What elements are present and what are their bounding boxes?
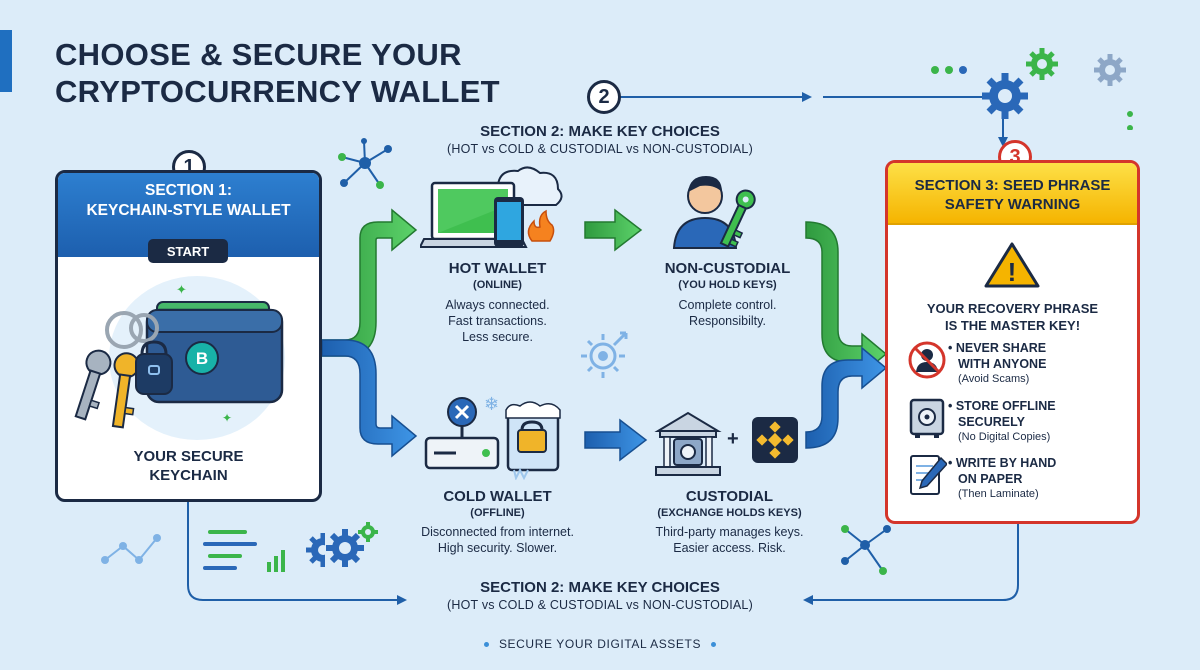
hot-wallet-title: HOT WALLET — [448, 260, 547, 277]
footer-dot-left — [483, 642, 489, 648]
rule-1-note: (Avoid Scams) — [958, 373, 1030, 385]
svg-text:✦: ✦ — [222, 411, 232, 425]
footer-dot-right — [711, 642, 717, 648]
no-sharing-icon — [908, 341, 946, 379]
custodial-node: CUSTODIAL (EXCHANGE HOLDS KEYS) Third-pa… — [612, 488, 847, 556]
section-2-title-top: SECTION 2: MAKE KEY CHOICES — [480, 123, 720, 140]
section-1-label-line-2: KEYCHAIN — [149, 467, 228, 484]
section-1-heading-line-1: SECTION 1: — [145, 182, 232, 199]
warning-line-1: YOUR RECOVERY PHRASE — [926, 301, 1099, 316]
section-2-heading-top: SECTION 2: MAKE KEY CHOICES (HOT vs COLD… — [400, 122, 800, 157]
warning-line-2: IS THE MASTER KEY! — [944, 318, 1081, 333]
pen-paper-icon — [910, 455, 947, 495]
rule-3-line-1: • WRITE BY HAND — [948, 456, 1057, 470]
rule-2-note: (No Digital Copies) — [958, 431, 1051, 443]
rule-store-offline: • STORE OFFLINE SECURELY (No Digital Cop… — [948, 398, 1133, 445]
rule-3-line-2: ON PAPER — [958, 472, 1023, 486]
plus-sign: + — [727, 428, 739, 450]
warning-triangle-icon: ! — [984, 242, 1040, 288]
page-title: CHOOSE & SECURE YOUR CRYPTOCURRENCY WALL… — [55, 36, 500, 110]
svg-text:❄: ❄ — [484, 394, 499, 414]
cold-wallet-desc-2: High security. Slower. — [437, 541, 558, 555]
section-3-heading-line-1: SECTION 3: SEED PHRASE — [914, 177, 1111, 194]
section-2-heading-bottom: SECTION 2: MAKE KEY CHOICES (HOT vs COLD… — [400, 578, 800, 613]
rule-2-line-1: • STORE OFFLINE — [948, 399, 1056, 413]
title-line-1: CHOOSE & SECURE YOUR — [55, 37, 462, 72]
laptop-phone-icon — [420, 166, 563, 248]
rule-write-by-hand: • WRITE BY HAND ON PAPER (Then Laminate) — [948, 455, 1133, 502]
rule-1-line-1: • NEVER SHARE — [948, 341, 1047, 355]
rule-2-line-2: SECURELY — [958, 415, 1025, 429]
keychain-wallet-icon: ✦ ✦ B — [74, 276, 285, 440]
section-1-label: YOUR SECURE KEYCHAIN — [55, 447, 322, 485]
section-3-heading-line-2: SAFETY WARNING — [944, 196, 1081, 213]
cold-wallet-title: COLD WALLET — [443, 488, 552, 505]
cold-storage-icon: ❄ — [424, 394, 561, 480]
hot-wallet-desc-3: Less secure. — [462, 330, 533, 344]
cold-wallet-sub: (OFFLINE) — [470, 507, 525, 519]
bitcoin-symbol: B — [196, 349, 208, 368]
safe-icon — [909, 398, 945, 438]
section-3-header: SECTION 3: SEED PHRASE SAFETY WARNING — [888, 163, 1137, 225]
snowflake-sun-icon — [581, 331, 628, 378]
start-label: START — [148, 239, 228, 263]
rule-3-note: (Then Laminate) — [958, 488, 1039, 500]
title-line-2: CRYPTOCURRENCY WALLET — [55, 74, 500, 109]
non-custodial-node: NON-CUSTODIAL (YOU HOLD KEYS) Complete c… — [630, 260, 825, 329]
gear-icon — [326, 522, 378, 567]
svg-text:✦: ✦ — [176, 282, 187, 297]
hot-wallet-node: HOT WALLET (ONLINE) Always connected. Fa… — [400, 260, 595, 345]
bank-exchange-icon — [654, 411, 798, 476]
custodial-desc-1: Third-party manages keys. — [655, 525, 804, 539]
non-custodial-desc-1: Complete control. — [678, 298, 777, 312]
cold-wallet-node: COLD WALLET (OFFLINE) Disconnected from … — [380, 488, 615, 556]
step-2-badge: 2 — [587, 80, 621, 114]
section-2-subtitle-top: (HOT vs COLD & CUSTODIAL vs NON-CUSTODIA… — [447, 142, 753, 156]
section-2-title-bottom: SECTION 2: MAKE KEY CHOICES — [480, 579, 720, 596]
recovery-phrase-warning: YOUR RECOVERY PHRASE IS THE MASTER KEY! — [885, 300, 1140, 334]
warning-symbol: ! — [1008, 257, 1017, 287]
hot-wallet-sub: (ONLINE) — [473, 279, 522, 291]
non-custodial-desc-2: Responsibilty. — [689, 314, 766, 328]
person-key-icon — [672, 176, 756, 249]
section-1-heading-line-2: KEYCHAIN-STYLE WALLET — [86, 202, 291, 219]
section-1-label-line-1: YOUR SECURE — [133, 448, 244, 465]
gears-icon — [931, 48, 1133, 130]
custodial-sub: (EXCHANGE HOLDS KEYS) — [657, 507, 802, 519]
footer-text: SECURE YOUR DIGITAL ASSETS — [498, 637, 702, 651]
custodial-title: CUSTODIAL — [685, 488, 774, 505]
hot-wallet-desc-2: Fast transactions. — [448, 314, 547, 328]
non-custodial-sub: (YOU HOLD KEYS) — [678, 279, 777, 291]
footer-tagline: SECURE YOUR DIGITAL ASSETS — [0, 637, 1200, 651]
cold-wallet-desc-1: Disconnected from internet. — [421, 525, 574, 539]
rule-never-share: • NEVER SHARE WITH ANYONE (Avoid Scams) — [948, 340, 1133, 387]
network-node-icon-bottom — [841, 525, 891, 575]
hot-wallet-desc-1: Always connected. — [445, 298, 550, 312]
title-accent-bar — [0, 30, 12, 92]
data-chart-icon — [101, 530, 325, 572]
non-custodial-title: NON-CUSTODIAL — [664, 260, 791, 277]
section-2-subtitle-bottom: (HOT vs COLD & CUSTODIAL vs NON-CUSTODIA… — [447, 598, 753, 612]
custodial-desc-2: Easier access. Risk. — [673, 541, 786, 555]
rule-1-line-2: WITH ANYONE — [958, 357, 1047, 371]
network-node-icon — [338, 138, 392, 189]
